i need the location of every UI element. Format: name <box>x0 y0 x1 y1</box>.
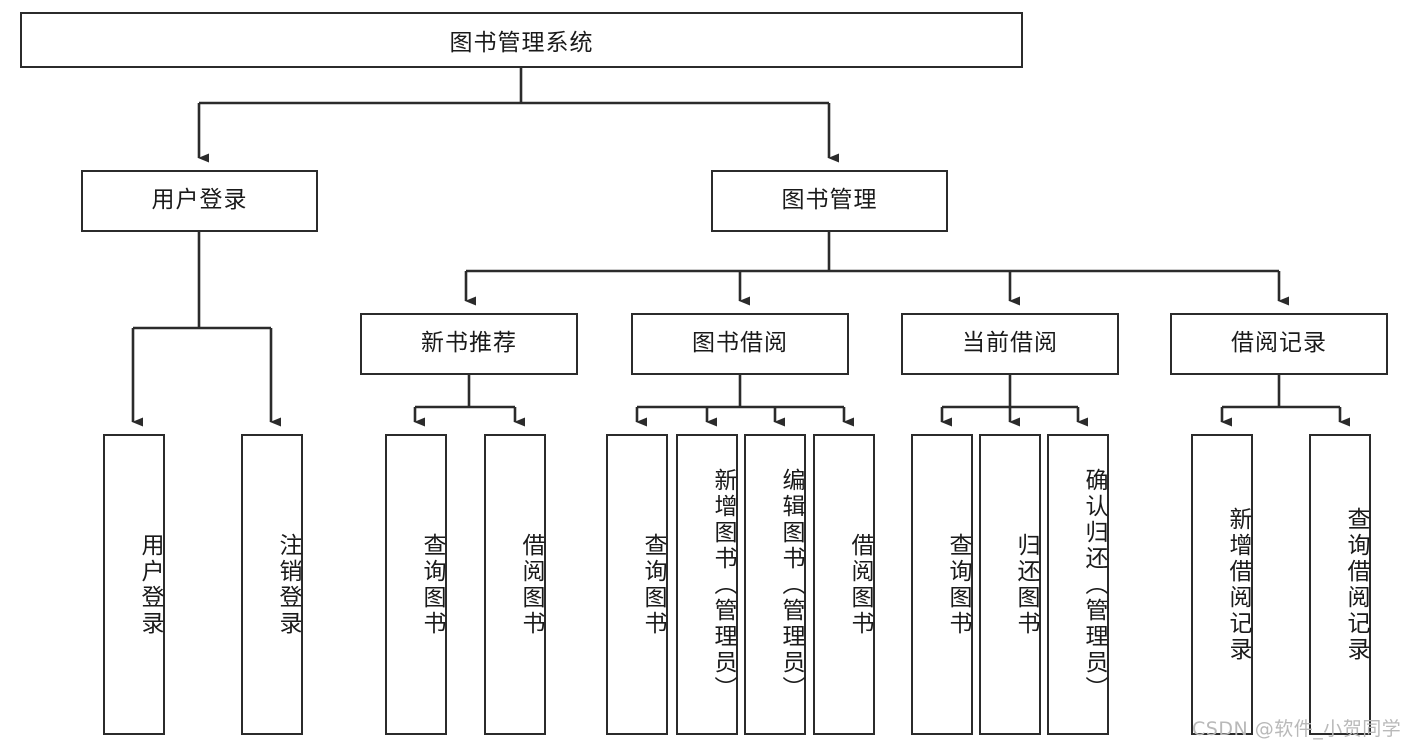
node-book-manage[interactable]: 图书管理 <box>711 170 948 232</box>
node-book-borrow[interactable]: 图书借阅 <box>631 313 849 375</box>
leaf-user-logout[interactable]: 注销登录 <box>241 434 303 735</box>
leaf-edit-book-admin[interactable]: 编辑图书（管理员） <box>744 434 806 735</box>
leaf-query-book-borrow[interactable]: 查询图书 <box>606 434 668 735</box>
leaf-confirm-return-admin[interactable]: 确认归还（管理员） <box>1047 434 1109 735</box>
leaf-query-book-current[interactable]: 查询图书 <box>911 434 973 735</box>
leaf-query-borrow-record[interactable]: 查询借阅记录 <box>1309 434 1371 735</box>
leaf-return-book[interactable]: 归还图书 <box>979 434 1041 735</box>
leaf-add-borrow-record[interactable]: 新增借阅记录 <box>1191 434 1253 735</box>
node-root-system[interactable]: 图书管理系统 <box>20 12 1023 68</box>
node-new-book-recommend[interactable]: 新书推荐 <box>360 313 578 375</box>
leaf-borrow-book-borrow[interactable]: 借阅图书 <box>813 434 875 735</box>
node-user-login[interactable]: 用户登录 <box>81 170 318 232</box>
leaf-query-book-recommend[interactable]: 查询图书 <box>385 434 447 735</box>
leaf-borrow-book-recommend[interactable]: 借阅图书 <box>484 434 546 735</box>
node-current-borrow[interactable]: 当前借阅 <box>901 313 1119 375</box>
leaf-add-book-admin[interactable]: 新增图书（管理员） <box>676 434 738 735</box>
leaf-user-login[interactable]: 用户登录 <box>103 434 165 735</box>
csdn-watermark: CSDN @软件_小贺同学 <box>1192 718 1402 740</box>
node-borrow-record[interactable]: 借阅记录 <box>1170 313 1388 375</box>
